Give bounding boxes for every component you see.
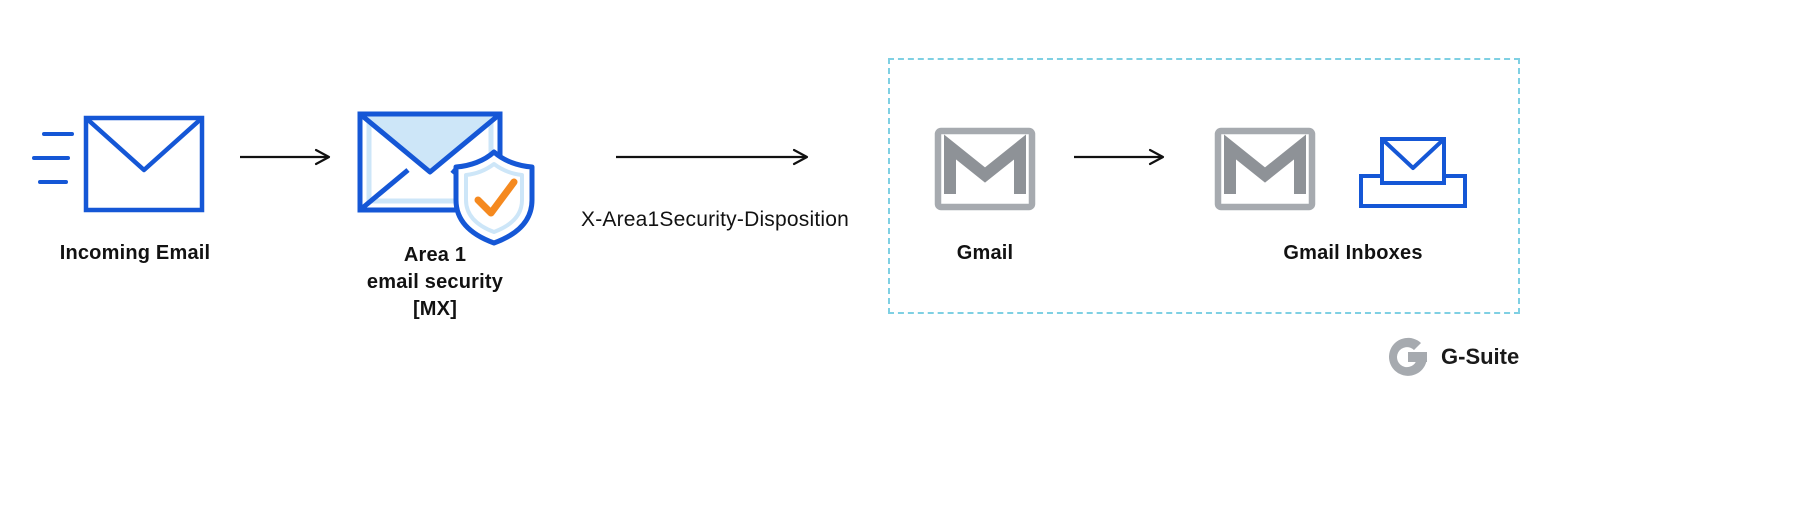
arrow-right-icon: [240, 148, 331, 166]
area1-label-line1: Area 1: [403, 244, 467, 266]
area1-label-line2: email security: [366, 271, 504, 293]
gsuite-boundary-box: [888, 58, 1520, 314]
gmail-icon: [934, 127, 1036, 211]
gmail-label: Gmail: [956, 242, 1014, 264]
area1-label: Area 1 email security [MX]: [335, 242, 535, 323]
disposition-header-label: X-Area1Security-Disposition: [580, 208, 849, 231]
gsuite-label: G-Suite: [1441, 344, 1520, 369]
area1-shield-envelope-icon: [357, 111, 535, 246]
shield-check-icon: [453, 149, 535, 246]
gmail-icon: [1214, 127, 1316, 211]
incoming-email-label: Incoming Email: [59, 242, 211, 264]
arrow-right-icon: [616, 148, 809, 166]
incoming-email-envelope-icon: [32, 115, 205, 213]
area1-label-line3: [MX]: [412, 298, 458, 320]
speed-lines-icon: [32, 132, 74, 184]
gmail-inboxes-label: Gmail Inboxes: [1283, 242, 1423, 264]
arrow-right-icon: [1074, 148, 1165, 166]
g-logo-icon: [1389, 337, 1427, 376]
inbox-envelope-icon: [1359, 137, 1467, 208]
